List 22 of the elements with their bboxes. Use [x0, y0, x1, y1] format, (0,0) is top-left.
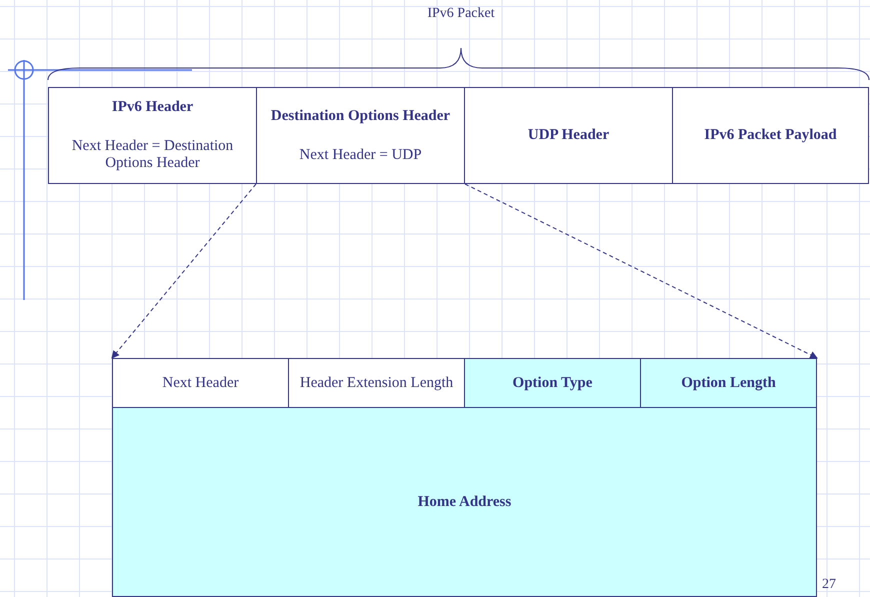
page-number: 27 [822, 577, 836, 593]
field-label: Option Length [680, 374, 777, 392]
field-cell [464, 87, 673, 184]
field-value: Next Header = Destination Options Header [70, 138, 234, 172]
field-label: IPv6 Packet Payload [703, 127, 838, 144]
field-cell [256, 87, 465, 184]
field-label: Destination Options Header [270, 108, 452, 124]
field-cell [672, 87, 869, 184]
field-cell [112, 358, 289, 408]
field-label: Next Header [161, 374, 240, 392]
field-value: Next Header = UDP [298, 146, 423, 164]
field-label: Header Extension Length [298, 374, 454, 392]
field-label: UDP Header [526, 127, 610, 144]
field-label: Home Address [416, 494, 512, 510]
field-cell [288, 358, 465, 408]
field-cell [48, 87, 257, 184]
field-label: Option Type [512, 374, 594, 392]
field-label: IPv6 Header [110, 99, 194, 116]
expanded-header-box [112, 358, 817, 597]
arrow [464, 184, 818, 358]
arrow [111, 184, 256, 359]
brace-label: IPv6 Packet [426, 6, 496, 22]
